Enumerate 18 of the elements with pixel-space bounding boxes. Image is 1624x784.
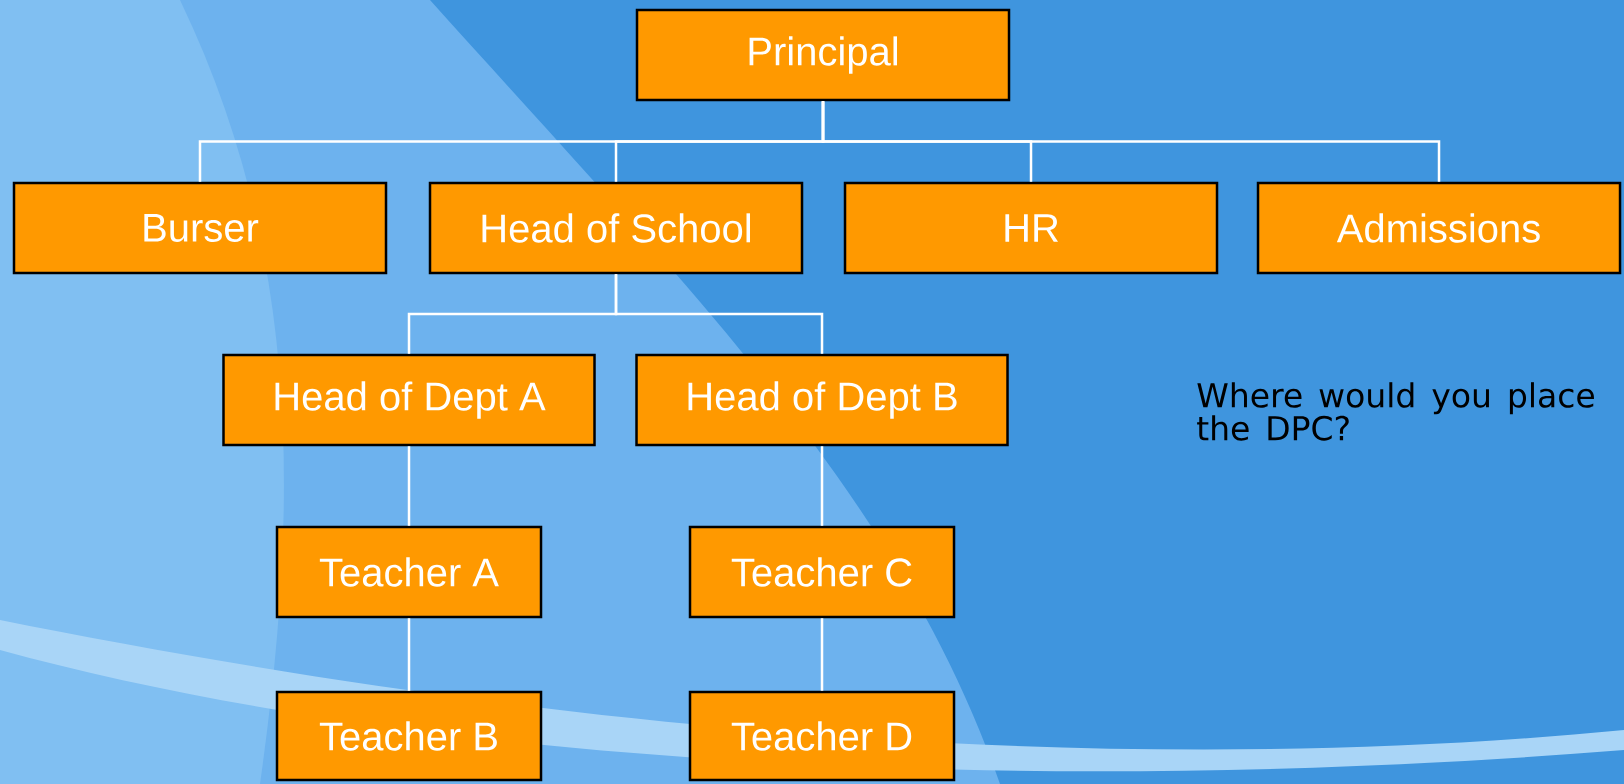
connector-line [821, 101, 1441, 182]
org-box: Teacher C [688, 525, 956, 619]
connector-line [407, 446, 411, 526]
org-box: Teacher D [688, 690, 956, 782]
org-box: Teacher B [275, 690, 543, 782]
org-box: Burser [12, 181, 388, 275]
org-box: Head of Dept B [635, 353, 1009, 447]
org-box: Head of School [428, 181, 804, 275]
question-text: Where would you place the DPC? [1197, 382, 1594, 441]
org-box: Head of Dept A [222, 353, 596, 447]
org-box: Principal [635, 8, 1011, 102]
org-box: Admissions [1256, 181, 1622, 275]
org-box: Teacher A [275, 525, 543, 619]
connector-line [614, 274, 824, 354]
connector-line [820, 618, 824, 691]
org-box: HR [843, 181, 1219, 275]
connector-line [820, 446, 824, 526]
connector-line [407, 618, 411, 691]
